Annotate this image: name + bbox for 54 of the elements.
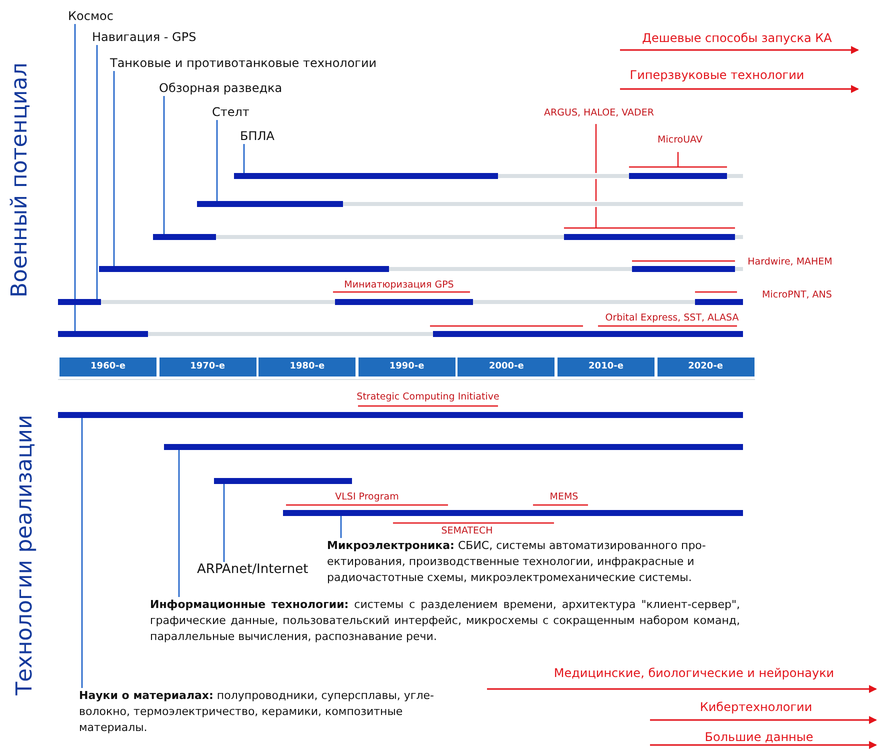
- leader-line: [178, 450, 180, 597]
- program-label: MicroUAV: [658, 134, 702, 146]
- technology-label: Обзорная разведка: [159, 81, 282, 96]
- leader-line: [113, 71, 115, 266]
- timeline-bar: [214, 478, 352, 484]
- leader-line: [81, 418, 83, 688]
- decade-cell: 2000-е: [458, 358, 555, 376]
- decade-cell: 1980-е: [258, 358, 356, 376]
- timeline-bar: [283, 510, 743, 516]
- timeline-bar: [58, 331, 743, 337]
- leader-line: [74, 24, 76, 331]
- technology-label: Танковые и противотанковые технологии: [110, 56, 377, 71]
- timeline-bar: [99, 266, 743, 272]
- program-label: MEMS: [550, 492, 578, 502]
- trend-label: Медицинские, биологические и нейронауки: [554, 666, 834, 680]
- timeline-bar: [164, 444, 743, 450]
- leader-line: [163, 96, 165, 234]
- decade-cell: 1970-е: [159, 358, 256, 376]
- axis-title: Технологии реализации: [12, 414, 38, 696]
- program-label: MicroPNT, ANS: [762, 290, 832, 300]
- leader-line: [340, 516, 342, 538]
- axis-title: Военный потенциал: [8, 62, 32, 298]
- description-text: Микроэлектроника: СБИС, системы автоматизированного про-ектирования, производственные технологии, инфракрасные и радиочастотные схемы, микроэлектромеханические системы.: [327, 538, 739, 586]
- timeline-bar: [58, 299, 743, 305]
- description-text: Информационные технологии: системы с разделением времени, архитектура "клиент-сервер", графические данные, пользовательский интерфейс, микросхемы с сокращенным набором команд, параллельные вычисления, распознавание речи.: [150, 597, 740, 645]
- decade-cell: 1960-е: [60, 358, 156, 376]
- program-label: VLSI Program: [335, 492, 399, 502]
- technology-label: Навигация - GPS: [92, 30, 196, 45]
- trend-label: Дешевые способы запуска КА: [642, 31, 832, 45]
- technology-label: Стелт: [212, 105, 250, 120]
- timeline-bar: [197, 201, 743, 207]
- trend-label: Кибертехнологии: [700, 700, 812, 714]
- program-label: Orbital Express, SST, ALASA: [605, 312, 739, 324]
- trend-label: Гиперзвуковые технологии: [630, 68, 804, 82]
- leader-line: [243, 144, 245, 173]
- program-label: ARGUS, HALOE, VADER: [544, 108, 654, 118]
- technology-label: Космос: [68, 9, 114, 24]
- program-label: Миниатюризация GPS: [344, 280, 454, 290]
- technology-label: БПЛА: [240, 129, 274, 144]
- leader-line: [96, 45, 98, 299]
- decade-cell: 1990-е: [358, 358, 456, 376]
- leader-line: [216, 120, 218, 201]
- description-text: Науки о материалах: полупроводники, суперсплавы, угле-волокно, термоэлектричество, керамики, композитные материалы.: [79, 688, 459, 736]
- technology-label: ARPAnet/Internet: [197, 562, 308, 577]
- decade-cell: 2010-е: [558, 358, 654, 376]
- timeline-bar: [153, 234, 743, 240]
- program-label: Hardwire, MAHEM: [748, 256, 832, 268]
- decade-cell: 2020-е: [657, 358, 754, 376]
- program-label: SEMATECH: [441, 526, 493, 536]
- leader-line: [223, 484, 225, 562]
- trend-label: Большие данные: [704, 730, 814, 744]
- timeline-bar: [234, 173, 743, 179]
- program-label: Strategic Computing Initiative: [356, 392, 500, 402]
- timeline-bar: [58, 412, 743, 418]
